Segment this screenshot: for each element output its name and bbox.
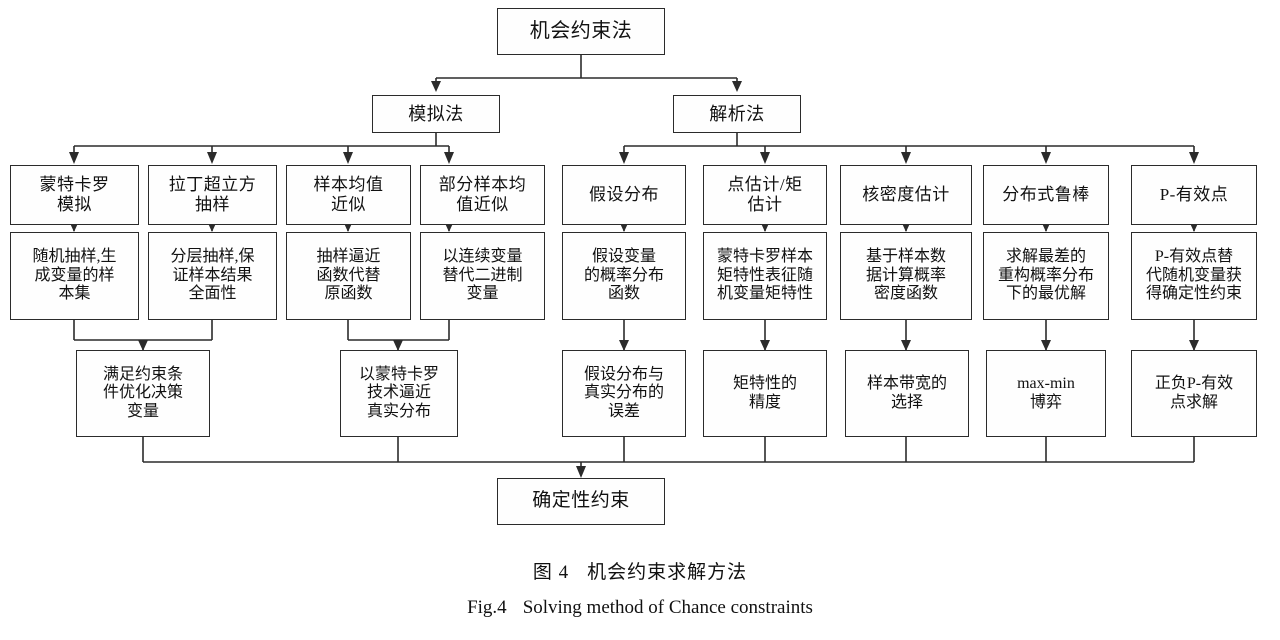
node-method-8[interactable]: P-有效点 [1131,165,1257,225]
node-description-0[interactable]: 随机抽样,生成变量的样本集 [10,232,139,320]
node-outcome-3-label: 矩特性的精度 [732,374,797,411]
node-description-3[interactable]: 以连续变量替代二进制变量 [420,232,545,320]
node-outcome-1[interactable]: 以蒙特卡罗技术逼近真实分布 [340,350,458,437]
node-method-4-label: 假设分布 [589,185,659,205]
node-method-3-label: 部分样本均值近似 [438,175,527,214]
node-result-deterministic-constraint[interactable]: 确定性约束 [497,478,665,525]
node-outcome-6-label: 正负P-有效点求解 [1154,374,1234,411]
node-outcome-2[interactable]: 假设分布与真实分布的误差 [562,350,686,437]
node-method-4[interactable]: 假设分布 [562,165,686,225]
figure-caption-english: Fig.4 Solving method of Chance constraint… [0,597,1280,619]
node-outcome-4[interactable]: 样本带宽的选择 [845,350,969,437]
node-outcome-1-label: 以蒙特卡罗技术逼近真实分布 [358,365,439,420]
node-root-label: 机会约束法 [529,19,633,42]
node-method-2[interactable]: 样本均值近似 [286,165,411,225]
node-description-4[interactable]: 假设变量的概率分布函数 [562,232,686,320]
node-description-2[interactable]: 抽样逼近函数代替原函数 [286,232,411,320]
node-method-1-label: 拉丁超立方抽样 [168,175,257,214]
node-method-7[interactable]: 分布式鲁棒 [983,165,1109,225]
node-method-0-label: 蒙特卡罗模拟 [39,175,110,214]
figure-caption-cn-label: 图 4 [532,562,570,583]
node-description-1-label: 分层抽样,保证样本结果全面性 [170,248,255,303]
node-description-1[interactable]: 分层抽样,保证样本结果全面性 [148,232,277,320]
node-method-1[interactable]: 拉丁超立方抽样 [148,165,277,225]
figure-caption-en-text: Solving method of Chance constraints [522,597,813,618]
node-description-8[interactable]: P-有效点替代随机变量获得确定性约束 [1131,232,1257,320]
node-method-7-label: 分布式鲁棒 [1002,185,1090,205]
node-method-5[interactable]: 点估计/矩估计 [703,165,827,225]
node-branch-analytic[interactable]: 解析法 [673,95,801,133]
node-description-5-label: 蒙特卡罗样本矩特性表征随机变量矩特性 [716,248,813,303]
node-description-7-label: 求解最差的重构概率分布下的最优解 [997,248,1094,303]
node-description-0-label: 随机抽样,生成变量的样本集 [32,248,117,303]
node-outcome-3[interactable]: 矩特性的精度 [703,350,827,437]
figure-caption-cn-text: 机会约束求解方法 [587,562,748,583]
node-method-0[interactable]: 蒙特卡罗模拟 [10,165,139,225]
node-description-8-label: P-有效点替代随机变量获得确定性约束 [1145,248,1242,303]
node-method-3[interactable]: 部分样本均值近似 [420,165,545,225]
node-method-8-label: P-有效点 [1159,185,1229,205]
figure-caption-en-label: Fig.4 [467,597,507,618]
node-method-2-label: 样本均值近似 [313,175,384,214]
node-outcome-4-label: 样本带宽的选择 [866,374,947,411]
node-description-3-label: 以连续变量替代二进制变量 [442,248,523,303]
node-description-6[interactable]: 基于样本数据计算概率密度函数 [840,232,972,320]
node-branch-simulation[interactable]: 模拟法 [372,95,500,133]
node-branch-analytic-label: 解析法 [709,103,765,124]
node-method-6-label: 核密度估计 [862,185,950,205]
node-outcome-0-label: 满足约束条件优化决策变量 [102,365,183,420]
node-method-6[interactable]: 核密度估计 [840,165,972,225]
node-description-6-label: 基于样本数据计算概率密度函数 [865,248,946,303]
node-method-5-label: 点估计/矩估计 [727,175,803,214]
node-result-label: 确定性约束 [532,490,630,512]
node-description-7[interactable]: 求解最差的重构概率分布下的最优解 [983,232,1109,320]
node-description-5[interactable]: 蒙特卡罗样本矩特性表征随机变量矩特性 [703,232,827,320]
node-description-2-label: 抽样逼近函数代替原函数 [316,248,381,303]
node-root-chance-constraint[interactable]: 机会约束法 [497,8,665,55]
node-branch-simulation-label: 模拟法 [408,103,464,124]
node-outcome-2-label: 假设分布与真实分布的误差 [583,365,664,420]
node-outcome-0[interactable]: 满足约束条件优化决策变量 [76,350,210,437]
node-outcome-6[interactable]: 正负P-有效点求解 [1131,350,1257,437]
figure-caption-chinese: 图 4 机会约束求解方法 [0,557,1280,584]
node-description-4-label: 假设变量的概率分布函数 [583,248,664,303]
